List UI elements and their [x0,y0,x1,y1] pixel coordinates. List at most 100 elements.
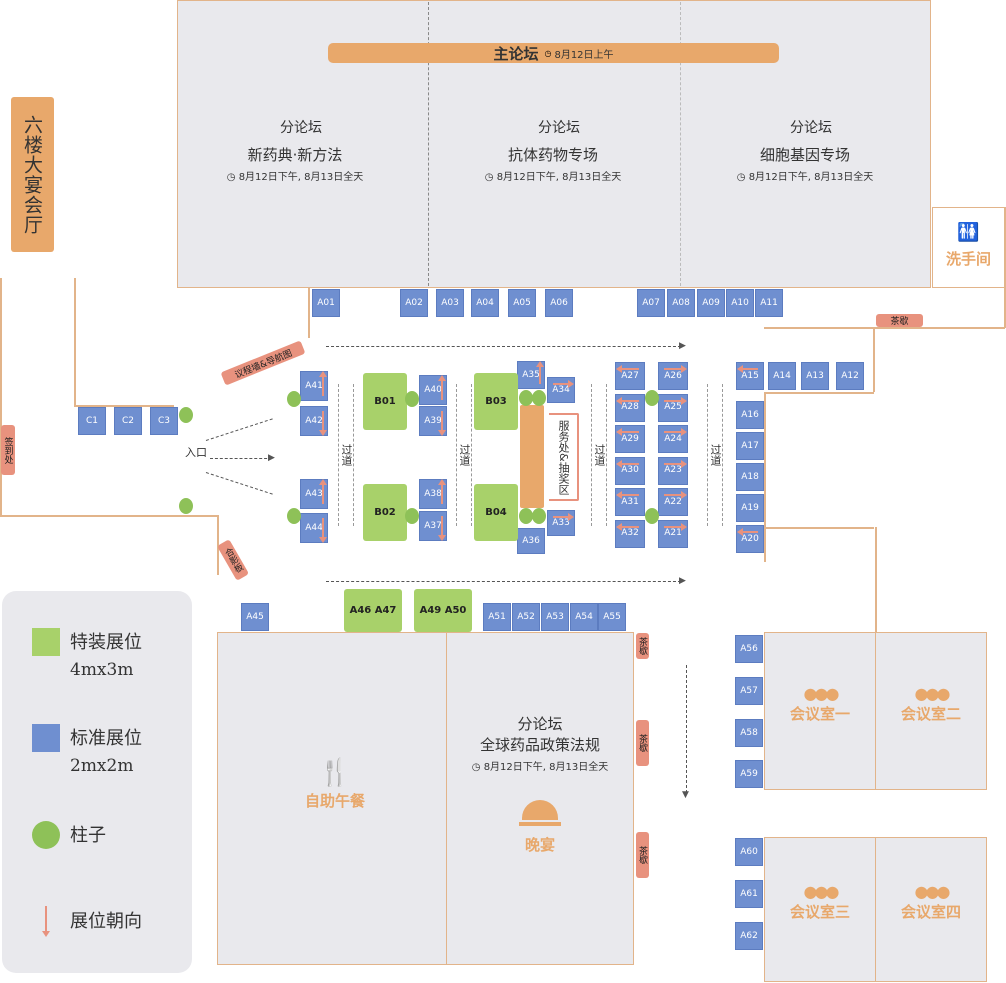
meeting-room-4 [875,837,987,982]
booth-c1[interactable]: C1 [78,407,106,435]
wall [875,527,877,632]
wall [764,392,766,562]
booth-a17[interactable]: A17 [736,432,764,460]
wall [1004,207,1006,328]
service-area-label: 服务处&抽奖区 [557,419,570,495]
wall [74,278,76,406]
booth-a08[interactable]: A08 [667,289,695,317]
sub-forum-name: 新药典·新方法 [247,146,343,164]
booth-a23[interactable]: A23 [658,456,688,485]
booth-a07[interactable]: A07 [637,289,665,317]
booth-a58[interactable]: A58 [735,719,763,747]
booth-a02[interactable]: A02 [400,289,428,317]
booth-a05[interactable]: A05 [508,289,536,317]
sub-forum-3: 分论坛 细胞基因专场 ◷ 8月12日下午, 8月13日全天 [715,110,895,183]
aisle: 过道 [707,384,723,526]
booth-direction-arrow [319,371,327,396]
booth-a01[interactable]: A01 [312,289,340,317]
special-booth[interactable]: A49 A50 [414,589,472,632]
pillar [405,508,419,524]
pillar [405,391,419,407]
booth-a09[interactable]: A09 [697,289,725,317]
booth-a31[interactable]: A31 [615,488,645,516]
booth-a30[interactable]: A30 [615,456,645,485]
booth-a04[interactable]: A04 [471,289,499,317]
booth-a12[interactable]: A12 [836,362,864,390]
banquet-hall-sign: 六楼大宴会厅 [11,97,54,252]
buffet-area: 🍴 自助午餐 [290,760,380,811]
booth-a60[interactable]: A60 [735,838,763,866]
booth-a62[interactable]: A62 [735,922,763,950]
sub-forum-badge: 分论坛 [790,120,832,136]
legend-standard-size: 2mx2m [70,756,134,776]
buffet-label: 自助午餐 [304,792,365,810]
hall-divider [428,2,429,286]
meeting-room-1 [764,632,876,790]
booth-direction-arrow [664,428,687,436]
booth-a16[interactable]: A16 [736,401,764,429]
booth-direction-arrow [616,365,639,373]
restroom-icon: 🚻 [957,222,980,243]
wall [764,327,1005,329]
people-icon: ●●● [914,882,951,901]
booth-a54[interactable]: A54 [570,603,598,631]
banquet-hall-label: 六楼大宴会厅 [21,114,43,235]
booth-a06[interactable]: A06 [545,289,573,317]
booth-direction-arrow [319,518,327,543]
meeting-room-4-label: ●●● 会议室四 [875,882,987,922]
pillar [519,508,533,524]
special-booth[interactable]: B02 [363,484,407,541]
booth-direction-arrow [319,479,327,504]
special-booth[interactable]: B03 [474,373,518,430]
sub-forum-1: 分论坛 新药典·新方法 ◷ 8月12日下午, 8月13日全天 [205,110,385,183]
booth-a53[interactable]: A53 [541,603,569,631]
legend-pillar-swatch [32,821,60,849]
cutlery-icon: 🍴 [318,758,352,788]
booth-a13[interactable]: A13 [801,362,829,390]
booth-c2[interactable]: C2 [114,407,142,435]
booth-a61[interactable]: A61 [735,880,763,908]
booth-a36[interactable]: A36 [517,528,545,554]
booth-c3[interactable]: C3 [150,407,178,435]
service-area: 服务处&抽奖区 [549,413,579,501]
service-counter [520,405,544,508]
booth-a14[interactable]: A14 [768,362,796,390]
entrance-arrow [205,418,273,441]
people-icon: ●●● [803,684,840,703]
booth-a55[interactable]: A55 [598,603,626,631]
meeting-room-name: 会议室一 [789,705,850,723]
legend-standard-label: 标准展位 [70,728,142,749]
booth-direction-arrow [616,428,639,436]
special-booth[interactable]: B04 [474,484,518,541]
policy-forum-hall [446,632,634,965]
booth-a11[interactable]: A11 [755,289,783,317]
booth-a57[interactable]: A57 [735,677,763,705]
sub-forum-time: 8月12日下午, 8月13日全天 [238,172,364,183]
booth-a03[interactable]: A03 [436,289,464,317]
wall [873,327,875,392]
booth-a51[interactable]: A51 [483,603,511,631]
sub-forum-badge: 分论坛 [280,120,322,136]
special-booth[interactable]: B01 [363,373,407,430]
pillar [287,391,301,407]
main-forum-banner: 主论坛 ◷ 8月12日上午 [328,43,779,63]
aisle: 过道 [456,384,472,526]
legend-special-label: 特装展位 [70,632,142,653]
flow-arrow-head: ▶ [679,576,686,586]
booth-a59[interactable]: A59 [735,760,763,788]
booth-a18[interactable]: A18 [736,463,764,491]
sub-forum-name: 全球药品政策法规 [479,736,600,754]
booth-a10[interactable]: A10 [726,289,754,317]
booth-direction-arrow [664,459,687,468]
entrance-arrow [210,458,272,459]
sub-forum-name: 抗体药物专场 [507,146,598,164]
booth-a52[interactable]: A52 [512,603,540,631]
clock-icon: ◷ [544,48,552,58]
clock-icon: ◷ [226,172,239,183]
booth-a19[interactable]: A19 [736,494,764,522]
special-booth[interactable]: A46 A47 [344,589,402,632]
dinner-area: 晚宴 [500,800,580,855]
booth-a56[interactable]: A56 [735,635,763,663]
wall [308,288,310,338]
booth-a45[interactable]: A45 [241,603,269,631]
